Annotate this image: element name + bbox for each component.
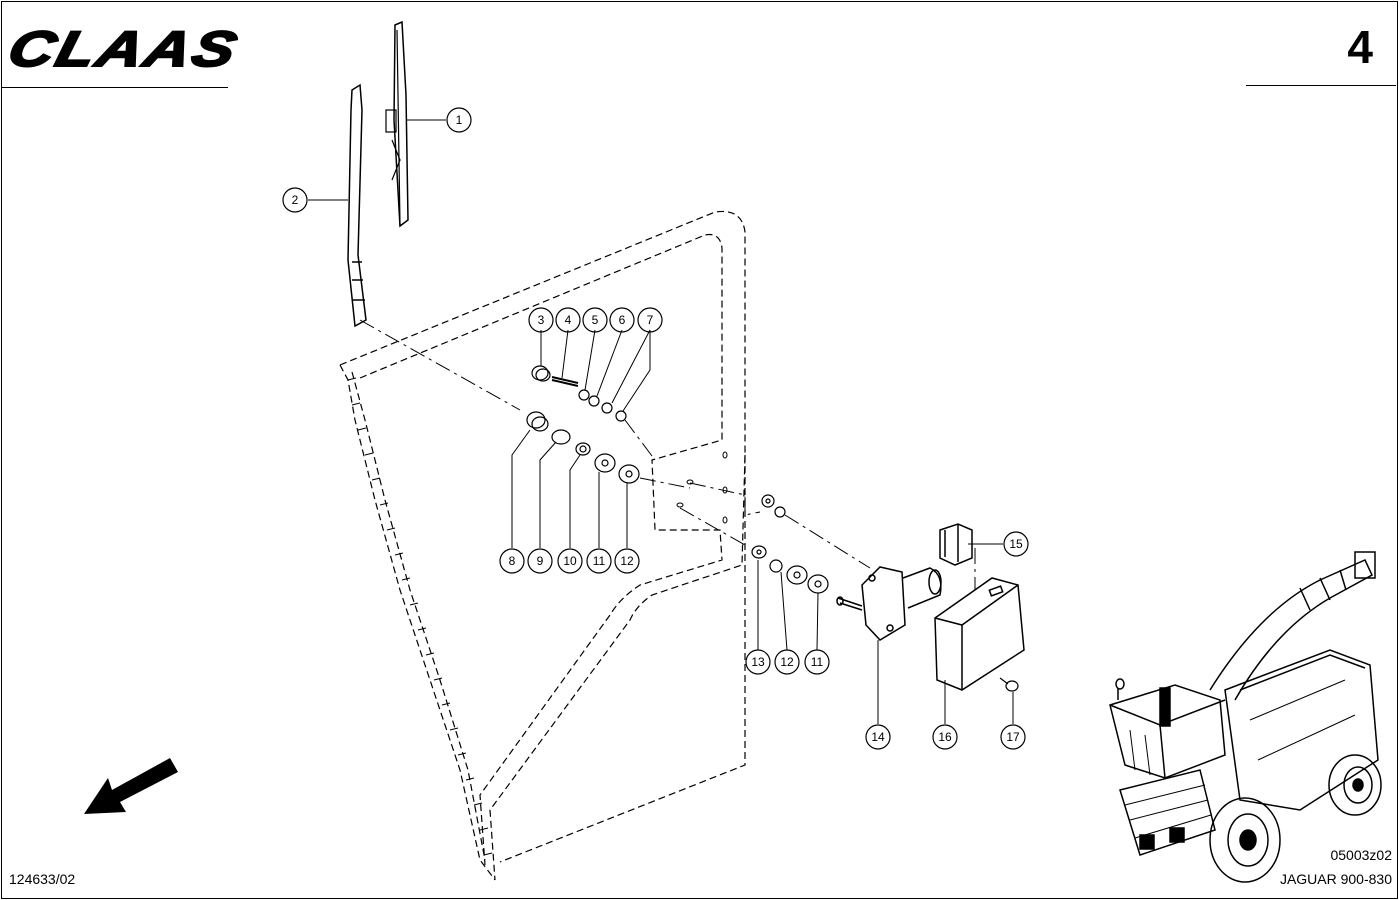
mounting-holes — [676, 451, 728, 524]
fasteners-upper — [531, 365, 627, 422]
callout-6: 6 — [609, 307, 635, 333]
callout-7: 7 — [637, 307, 663, 333]
callout-14: 14 — [865, 724, 891, 750]
svg-text:1: 1 — [456, 113, 463, 127]
model-name: JAGUAR 900-830 — [1279, 871, 1392, 887]
wiper-arm — [347, 83, 367, 328]
motor-cover — [934, 577, 1025, 691]
svg-text:11: 11 — [811, 655, 824, 669]
window-frame-notches — [347, 377, 493, 856]
cab-window-outline — [339, 210, 746, 881]
callout-15: 15 — [1003, 531, 1029, 557]
callout-2: 2 — [282, 187, 308, 213]
assembly-lines — [359, 319, 976, 590]
fasteners-motor — [751, 494, 829, 594]
svg-text:9: 9 — [537, 554, 544, 568]
svg-text:17: 17 — [1006, 730, 1020, 744]
svg-text:12: 12 — [620, 554, 634, 568]
callout-markers: 1 2 3 4 5 6 7 8 9 10 11 12 13 12 11 14 1… — [282, 107, 1029, 750]
callout-3: 3 — [528, 307, 554, 333]
svg-text:3: 3 — [538, 313, 545, 327]
svg-text:13: 13 — [751, 655, 765, 669]
callout-1: 1 — [446, 107, 472, 133]
callout-5: 5 — [582, 307, 608, 333]
svg-text:4: 4 — [565, 313, 572, 327]
drawing-number: 124633/02 — [9, 871, 76, 887]
callout-12-lower: 12 — [774, 649, 800, 675]
header-rule-right — [1246, 85, 1396, 86]
svg-text:5: 5 — [592, 313, 599, 327]
svg-text:16: 16 — [938, 730, 952, 744]
svg-text:7: 7 — [647, 313, 654, 327]
callout-12-upper: 12 — [614, 548, 640, 574]
cover-screw — [999, 677, 1019, 692]
arrow-down-left-icon — [84, 758, 178, 814]
fasteners-lower — [526, 411, 640, 484]
callout-17: 17 — [1000, 724, 1026, 750]
svg-text:8: 8 — [509, 554, 516, 568]
callout-8: 8 — [499, 548, 525, 574]
callout-4: 4 — [555, 307, 581, 333]
wiper-motor — [836, 566, 942, 641]
page-number: 4 — [1347, 21, 1373, 73]
svg-text:15: 15 — [1009, 537, 1023, 551]
callout-9: 9 — [527, 548, 553, 574]
electrical-connector — [939, 523, 973, 566]
svg-text:12: 12 — [780, 655, 794, 669]
callout-13: 13 — [745, 649, 771, 675]
svg-text:10: 10 — [563, 554, 577, 568]
diagram-code: 05003z02 — [1330, 847, 1392, 863]
callout-11-lower: 11 — [804, 649, 830, 675]
svg-text:6: 6 — [619, 313, 626, 327]
header-rule-left — [2, 87, 228, 88]
callout-10: 10 — [557, 548, 583, 574]
svg-text:11: 11 — [593, 554, 606, 568]
svg-text:2: 2 — [292, 193, 299, 207]
forage-harvester-icon — [1109, 551, 1382, 883]
callout-leaders — [308, 119, 1014, 724]
callout-11-upper: 11 — [586, 548, 612, 574]
callout-16: 16 — [932, 724, 958, 750]
wiper-blade — [385, 20, 409, 228]
svg-text:14: 14 — [871, 730, 885, 744]
